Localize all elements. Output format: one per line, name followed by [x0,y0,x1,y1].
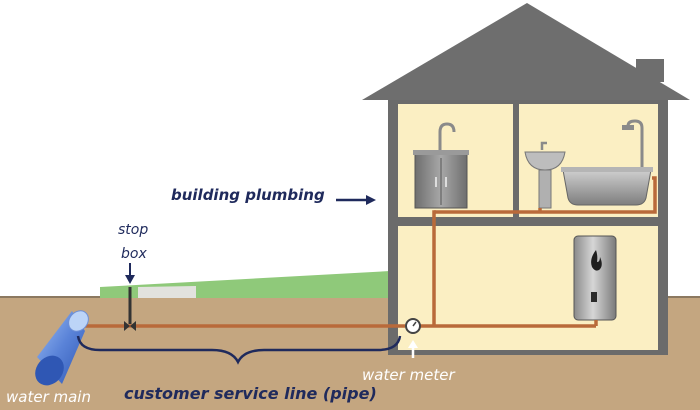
water-heater-icon [573,235,617,321]
service-line-brace [76,335,402,365]
bathroom-sink-icon [524,141,566,209]
stop-box-arrow [125,263,135,284]
room-basement [398,226,658,350]
customer-service-line-label: customer service line (pipe) [124,384,377,403]
stop-box-label-line1: stop [118,222,149,238]
water-meter-arrow [408,340,418,358]
building-plumbing-arrow [336,195,376,205]
bathtub-icon [561,119,653,206]
chimney [636,59,664,82]
sidewalk [138,286,196,298]
flame-icon [591,250,602,271]
stop-box-valve [124,287,136,331]
stop-box-label-line2: box [121,246,147,262]
water-main-pipe [35,310,89,386]
kitchen-sink-icon [413,122,469,209]
roof [362,3,690,100]
water-meter-gauge [405,318,421,334]
water-main-label: water main [6,388,91,406]
building-plumbing-label: building plumbing [171,186,325,204]
water-meter-label: water meter [362,366,455,384]
